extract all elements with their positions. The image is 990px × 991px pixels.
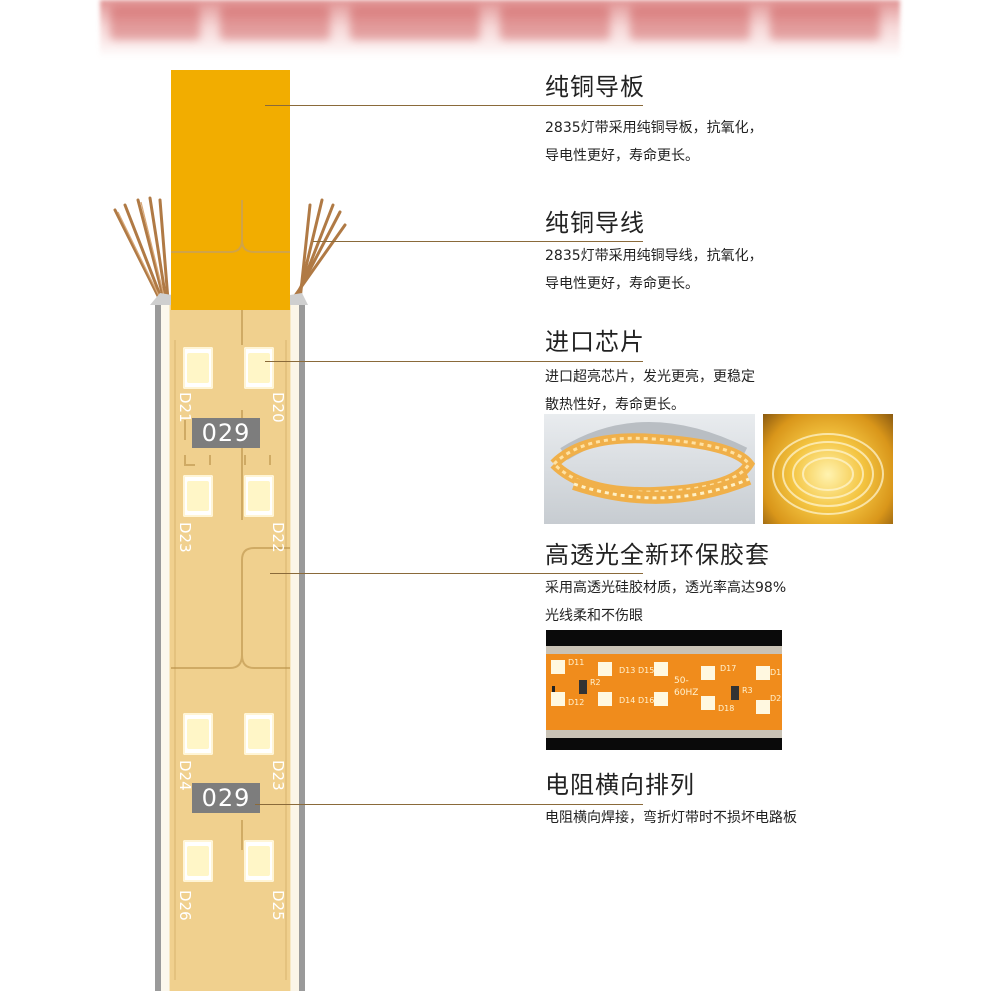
pcb-label: D18 [718, 704, 735, 713]
copper-wires-left [113, 196, 170, 302]
resistor-code-label: 029 [192, 783, 260, 813]
feature-imported-chip: 进口芯片 进口超亮芯片，发光更亮，更稳定 散热性好，寿命更长。 [545, 327, 755, 419]
feature-copper-wire: 纯铜导线 2835灯带采用纯铜导线，抗氧化， 导电性更好，寿命更长。 [545, 208, 763, 298]
led-designator: D22 [269, 522, 287, 553]
pcb-label: 60HZ [674, 688, 699, 698]
sleeve-ends [150, 293, 308, 305]
header-banner-blur [100, 0, 900, 58]
led-designator: D20 [269, 392, 287, 423]
led-chip [244, 713, 274, 755]
pcb-label: D12 [568, 698, 585, 707]
feature-silicone-sleeve: 高透光全新环保胶套 采用高透光硅胶材质，透光率高达98% 光线柔和不伤眼 [545, 540, 786, 630]
feature-desc: 光线柔和不伤眼 [545, 608, 643, 624]
feature-desc: 2835灯带采用纯铜导线，抗氧化， [545, 248, 763, 264]
pcb-label: D11 [568, 658, 585, 667]
leader-line [265, 105, 643, 106]
led-chip [244, 475, 274, 517]
led-designator: D23 [269, 760, 287, 791]
leader-line [255, 804, 643, 805]
feature-desc: 采用高透光硅胶材质，透光率高达98% [545, 580, 787, 596]
led-chip [183, 475, 213, 517]
feature-desc: 进口超亮芯片，发光更亮，更稳定 [545, 369, 755, 385]
feature-title: 纯铜导板 [545, 73, 645, 101]
copper-wires-right [290, 198, 347, 302]
led-designator: D23 [176, 522, 194, 553]
led-designator: D26 [176, 890, 194, 921]
copper-wires-left-highlight [117, 201, 166, 301]
pcb-label: R2 [590, 678, 601, 687]
feature-title: 纯铜导线 [545, 209, 645, 237]
leader-line [270, 573, 643, 574]
led-chip [183, 713, 213, 755]
product-photo-strip-closeup: D11 D13 D15 D17 D1 D12 D14 D16 D18 D2 R2… [546, 630, 782, 750]
leader-line [265, 361, 643, 362]
feature-desc: 电阻横向焊接，弯折灯带时不损坏电路板 [545, 810, 797, 826]
pcb-label: D14 [619, 696, 636, 705]
feature-copper-board: 纯铜导板 2835灯带采用纯铜导板，抗氧化， 导电性更好，寿命更长。 [545, 72, 763, 170]
feature-desc: 散热性好，寿命更长。 [545, 397, 685, 413]
led-chip [244, 347, 274, 389]
product-photo-coiled-strip [544, 414, 755, 524]
pcb-label: D2 [770, 694, 782, 703]
pcb-label: R3 [742, 686, 753, 695]
feature-resistor-layout: 电阻横向排列 电阻横向焊接，弯折灯带时不损坏电路板 [545, 770, 797, 832]
leader-line [313, 241, 643, 242]
copper-board-exposed [171, 70, 290, 310]
led-designator: D21 [176, 392, 194, 423]
feature-desc: 导电性更好，寿命更长。 [545, 148, 699, 164]
pcb-label: D16 [638, 696, 655, 705]
feature-desc: 2835灯带采用纯铜导板，抗氧化， [545, 120, 763, 136]
pcb-label: 50- [674, 676, 689, 686]
led-designator: D24 [176, 760, 194, 791]
feature-title: 进口芯片 [545, 328, 645, 356]
led-designator: D25 [269, 890, 287, 921]
led-chip [183, 840, 213, 882]
pcb-label: D1 [770, 668, 782, 677]
led-chip [183, 347, 213, 389]
pcb-label: D13 [619, 666, 636, 675]
pcb-label: D15 [638, 666, 655, 675]
pcb-label: D17 [720, 664, 737, 673]
led-chip [244, 840, 274, 882]
resistor-code-label: 029 [192, 418, 260, 448]
product-photo-reel [763, 414, 893, 524]
feature-title: 电阻横向排列 [545, 771, 695, 799]
feature-title: 高透光全新环保胶套 [545, 541, 770, 569]
feature-desc: 导电性更好，寿命更长。 [545, 276, 699, 292]
